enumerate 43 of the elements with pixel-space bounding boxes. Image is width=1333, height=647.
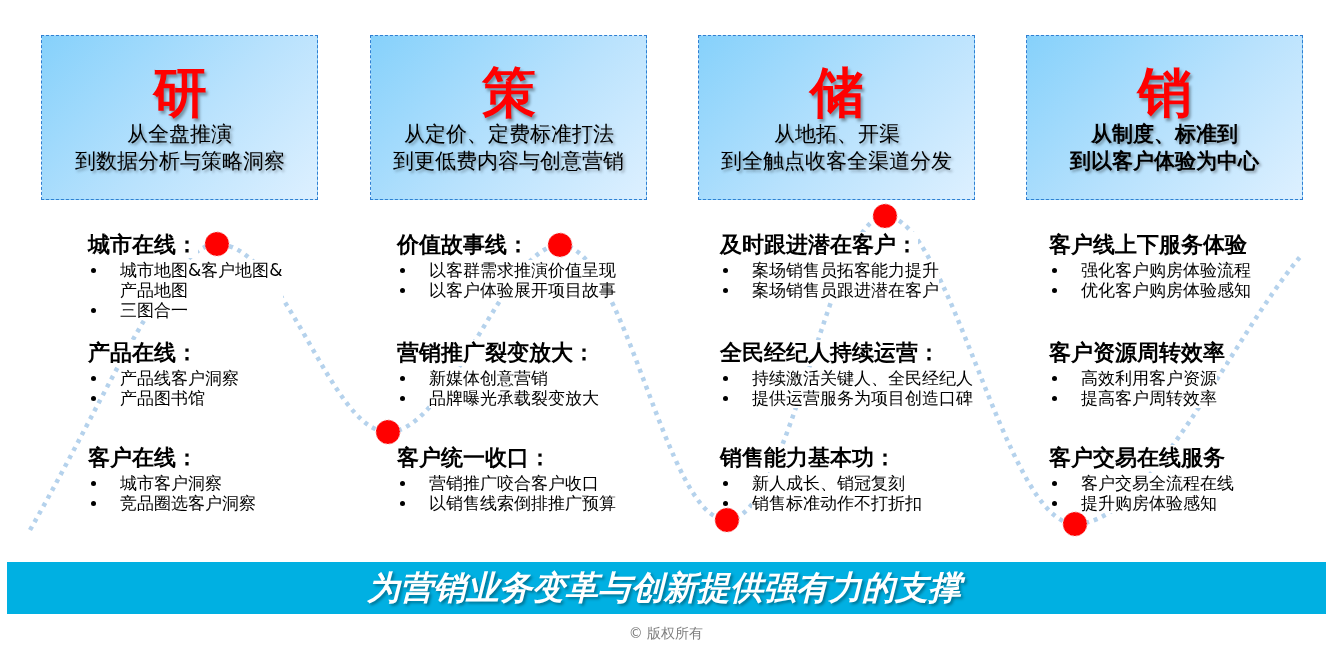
stage-character: 研: [152, 65, 207, 121]
stage-description: 从制度、标准到到以客户体验为中心: [1070, 121, 1259, 175]
bullet-text: 品牌曝光承载裂变放大: [429, 388, 599, 408]
bullet-text: 城市客户洞察: [120, 473, 222, 493]
bullet-text: 三图合一: [120, 300, 188, 320]
bullet-text: 高效利用客户资源: [1081, 368, 1217, 388]
banner-text: 为营销业务变革与创新提供强有力的支撑: [362, 566, 971, 610]
section-heading: 客户交易在线服务: [1049, 445, 1225, 471]
bullet-text: 提供运营服务为项目创造口碑: [752, 388, 973, 408]
bullet-text: 优化客户购房体验感知: [1081, 280, 1251, 300]
bullet-text: 提升购房体验感知: [1081, 493, 1217, 513]
stage-box: [370, 35, 647, 200]
stage-box: [41, 35, 318, 200]
stage-description: 从地拓、开渠到全触点收客全渠道分发: [721, 121, 952, 175]
stage-character: 储: [809, 65, 864, 121]
banner-bar: [7, 562, 1326, 614]
section-heading: 客户资源周转效率: [1049, 340, 1225, 366]
stage-description: 从定价、定费标准打法到更低费内容与创意营销: [393, 121, 624, 175]
bullet-text: 案场销售员跟进潜在客户: [752, 280, 939, 300]
bullet-text: 案场销售员拓客能力提升: [752, 260, 939, 280]
bullet-text: 销售标准动作不打折扣: [752, 493, 922, 513]
section-heading: 及时跟进潜在客户：: [720, 232, 918, 258]
bullet-text: 持续激活关键人、全民经纪人: [752, 368, 973, 388]
bullet-text: 新人成长、销冠复刻: [752, 473, 905, 493]
stage-description: 从全盘推演到数据分析与策略洞察: [74, 121, 285, 175]
stage-box: [698, 35, 975, 200]
bullet-text: 客户交易全流程在线: [1081, 473, 1234, 493]
bullet-text: 竞品圈选客户洞察: [120, 493, 256, 513]
section-heading: 城市在线：: [88, 232, 198, 258]
bullet-text: 新媒体创意营销: [429, 368, 548, 388]
stage-character: 销: [1137, 65, 1192, 121]
section-heading: 客户线上下服务体验: [1049, 232, 1247, 258]
stage-character: 策: [481, 65, 536, 121]
bullet-text: 产品图书馆: [120, 388, 205, 408]
bullet-text: 以销售线索倒排推广预算: [429, 493, 616, 513]
bullet-text: 产品线客户洞察: [120, 368, 239, 388]
bullet-text: 以客户体验展开项目故事: [429, 280, 616, 300]
bullet-text: 以客群需求推演价值呈现: [429, 260, 616, 280]
bullet-text: 强化客户购房体验流程: [1081, 260, 1251, 280]
stage-box: [1026, 35, 1303, 200]
bullet-text: 提高客户周转效率: [1081, 388, 1217, 408]
bullet-text: 营销推广咬合客户收口: [429, 473, 599, 493]
bullet-text: 城市地图&客户地图&产品地图: [120, 260, 283, 300]
